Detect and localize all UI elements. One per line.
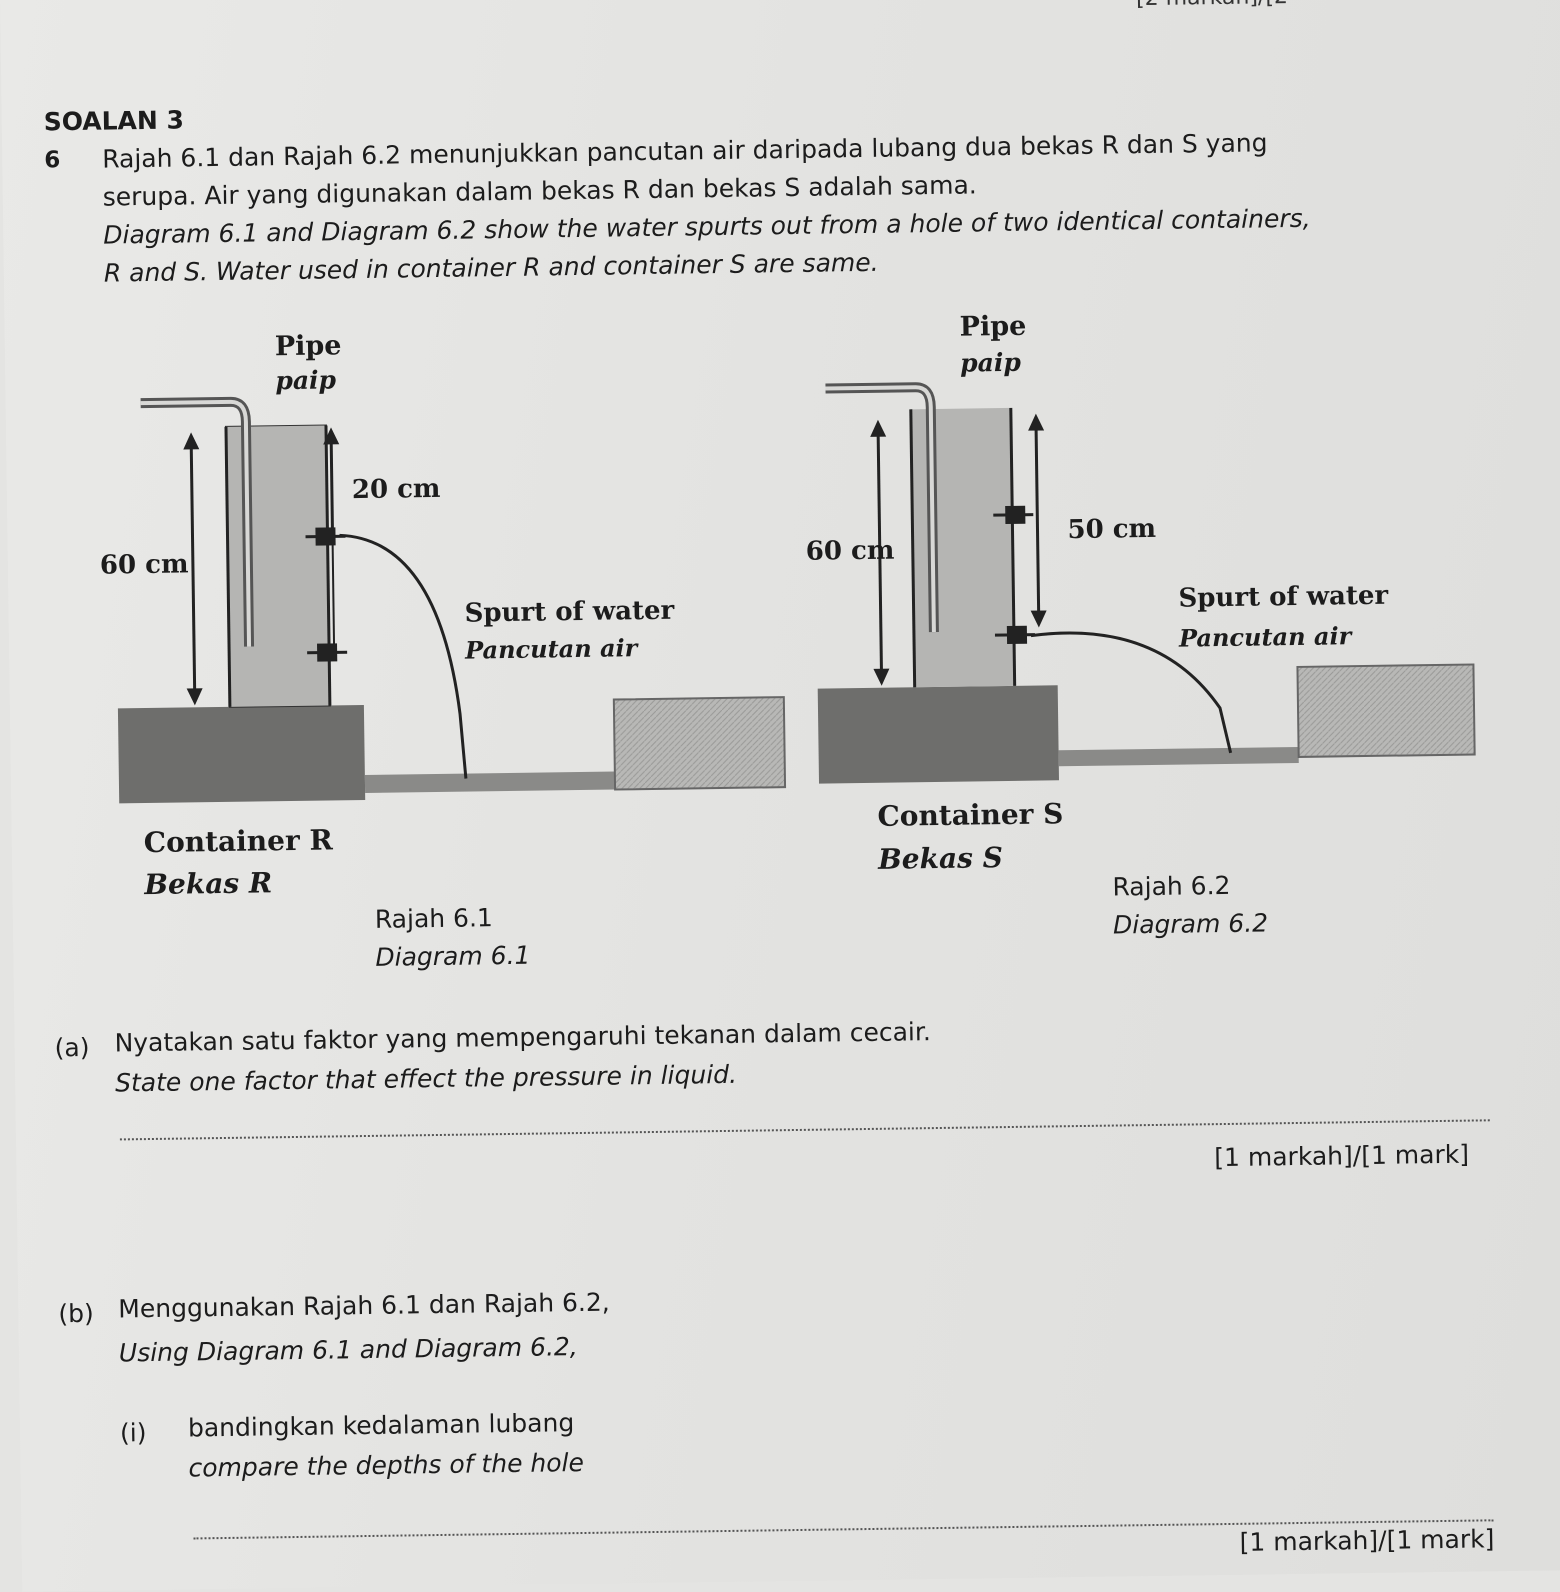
spurt-s xyxy=(1030,631,1233,754)
floor-channel xyxy=(1058,746,1299,767)
part-a-answer-line[interactable] xyxy=(119,1119,1490,1141)
part-a-marks: [1 markah]/[1 mark] xyxy=(1214,1139,1470,1173)
section-title: SOALAN 3 xyxy=(43,105,185,137)
part-b-i-marks: [1 markah]/[1 mark] xyxy=(1239,1524,1495,1557)
diagram-s-pipe-ms: paip xyxy=(959,347,1022,378)
part-b-i-ms: bandingkan kedalaman lubang xyxy=(187,1408,575,1443)
table-block xyxy=(117,704,366,804)
spurt-r xyxy=(339,533,468,779)
intro-en-line1: Diagram 6.1 and Diagram 6.2 show the wat… xyxy=(103,203,1311,250)
part-b-ms: Menggunakan Rajah 6.1 dan Rajah 6.2, xyxy=(118,1287,610,1324)
part-b-en: Using Diagram 6.1 and Diagram 6.2, xyxy=(118,1332,578,1368)
depth-arrow-r xyxy=(329,437,334,531)
part-b-i-label: (i) xyxy=(119,1418,147,1448)
diagram-r-spurt-en: Spurt of water xyxy=(464,595,675,629)
diagram-s-spurt-ms: Pancutan air xyxy=(1178,621,1352,653)
intro-ms-line1: Rajah 6.1 dan Rajah 6.2 menunjukkan panc… xyxy=(102,128,1268,174)
height-arrow-s xyxy=(876,429,884,676)
diagram-r-pipe-en: Pipe xyxy=(274,330,342,363)
diagram-s-pipe-en: Pipe xyxy=(959,310,1027,343)
diagram-r-depth-label: 20 cm xyxy=(351,473,441,506)
diagram-r-container-en: Container R xyxy=(143,823,333,860)
part-a-en: State one factor that effect the pressur… xyxy=(114,1059,738,1098)
diagram-r-caption-en: Diagram 6.1 xyxy=(375,940,531,972)
intro-en-line2: R and S. Water used in container R and c… xyxy=(103,247,879,288)
basin xyxy=(1296,663,1476,758)
diagram-s-height-label: 60 cm xyxy=(805,535,895,567)
diagram-s-container-ms: Bekas S xyxy=(877,841,1004,876)
diagram-s-caption-en: Diagram 6.2 xyxy=(1112,908,1269,940)
floor-channel xyxy=(364,771,616,793)
diagram-s-spurt-en: Spurt of water xyxy=(1178,580,1389,614)
diagram-s-container-en: Container S xyxy=(877,797,1064,833)
diagram-r-pipe-ms: paip xyxy=(275,365,337,396)
depth-arrow-s xyxy=(1034,423,1041,618)
diagram-s-caption-ms: Rajah 6.2 xyxy=(1112,870,1231,902)
intro-ms-line2: serupa. Air yang digunakan dalam bekas R… xyxy=(102,170,977,212)
basin xyxy=(612,696,787,791)
diagram-r-height-label: 60 cm xyxy=(99,549,189,581)
diagram-r-spurt-ms: Pancutan air xyxy=(464,633,638,665)
diagram-s-depth-label: 50 cm xyxy=(1067,513,1157,546)
part-a-ms: Nyatakan satu faktor yang mempengaruhi t… xyxy=(114,1017,931,1058)
part-b-label: (b) xyxy=(58,1298,94,1329)
part-b-i-en: compare the depths of the hole xyxy=(188,1447,585,1483)
diagram-6-1 xyxy=(117,396,787,804)
height-arrow-r xyxy=(189,442,197,696)
diagram-r-caption-ms: Rajah 6.1 xyxy=(374,903,494,934)
diagram-r-container-ms: Bekas R xyxy=(144,866,273,902)
diagram-6-2 xyxy=(817,382,1476,784)
table-block xyxy=(817,685,1059,784)
part-a-label: (a) xyxy=(54,1032,90,1063)
header-mark: [2 markah]/[2 xyxy=(1136,0,1288,11)
question-number: 6 xyxy=(44,147,61,174)
